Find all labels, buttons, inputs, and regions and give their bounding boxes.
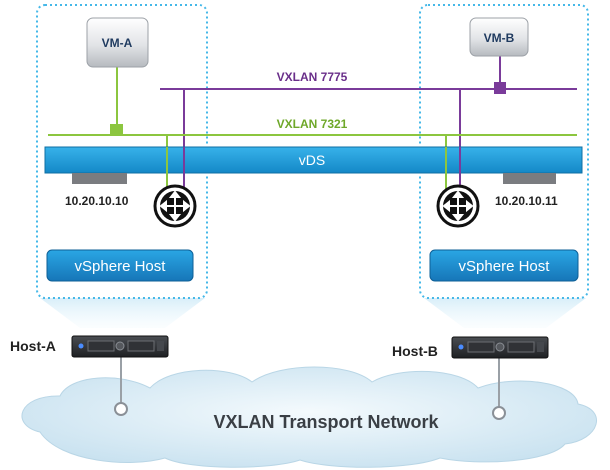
host-b-server-icon: [451, 336, 549, 420]
uplink-tab-a: [72, 173, 127, 184]
vsphere-host-button-b[interactable]: vSphere Host: [429, 249, 579, 282]
vm-b[interactable]: VM-B: [469, 17, 529, 57]
host-a-ip: 10.20.10.10: [65, 194, 129, 208]
transport-network-label: VXLAN Transport Network: [213, 412, 439, 432]
vsphere-host-label-b: vSphere Host: [459, 258, 551, 275]
host-b-ip: 10.20.10.11: [495, 194, 558, 208]
vm-a-label: VM-A: [102, 36, 133, 50]
vds-switch: vDS: [44, 146, 583, 190]
vtep-router-icon-b: [436, 184, 480, 228]
vxlan-7321-label: VXLAN 7321: [277, 117, 348, 131]
vm-a-port: [110, 124, 123, 136]
uplink-tab-b: [503, 173, 556, 184]
vsphere-host-label-a: vSphere Host: [75, 258, 167, 275]
transport-network-cloud: [21, 366, 597, 468]
vsphere-host-button-a[interactable]: vSphere Host: [46, 249, 194, 282]
vm-b-port: [494, 82, 506, 94]
host-a-name: Host-A: [10, 338, 56, 354]
vtep-router-icon-a: [153, 184, 197, 228]
host-a-server-icon: [71, 335, 169, 416]
vxlan-7775-label: VXLAN 7775: [277, 70, 348, 84]
vds-label: vDS: [299, 152, 325, 168]
vm-a[interactable]: VM-A: [86, 17, 149, 68]
host-b-name: Host-B: [392, 343, 438, 359]
vm-b-label: VM-B: [484, 31, 515, 45]
